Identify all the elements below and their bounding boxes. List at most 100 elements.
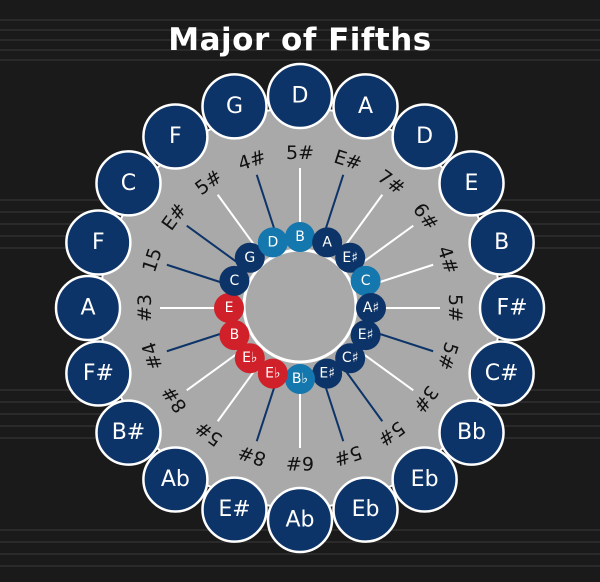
outer-key-circle [95,150,162,217]
outer-key-label: Ab [285,508,314,533]
inner-key-button[interactable]: G [234,242,265,273]
outer-key-button[interactable]: F# [478,274,546,342]
outer-key-button[interactable]: Bb [438,399,505,466]
outer-key-label: B [494,230,509,255]
outer-key-circle [54,274,122,342]
outer-key-label: D [416,124,433,149]
inner-key-label: A [322,234,332,250]
inner-key-circle [285,364,315,394]
inner-key-button[interactable]: C [350,265,381,296]
inner-key-circle [219,265,250,296]
outer-key-circle [332,73,399,140]
inner-key-circle [335,343,366,374]
outer-key-circle [142,103,209,170]
outer-key-label: Bb [457,420,486,445]
inner-key-button[interactable]: B [219,320,250,351]
outer-key-button[interactable]: Ab [142,446,209,513]
inner-key-label: B [295,229,305,245]
inner-key-button[interactable]: E [214,293,244,323]
inner-key-button[interactable]: B [285,222,315,252]
outer-key-label: A [358,94,373,119]
key-signature-label: #3 [134,294,156,322]
outer-key-label: F# [83,361,114,386]
outer-key-label: C [121,171,136,196]
outer-key-button[interactable]: E# [201,476,268,543]
outer-key-button[interactable]: B [468,209,535,276]
outer-key-label: F [169,124,182,149]
outer-key-button[interactable]: Eb [332,476,399,543]
outer-key-button[interactable]: D [391,103,458,170]
outer-key-button[interactable]: C [95,150,162,217]
page-title: Major of Fifths [168,22,432,58]
inner-key-button[interactable]: C♯ [335,343,366,374]
inner-key-label: B [230,327,240,343]
inner-key-circle [356,293,386,323]
outer-key-button[interactable]: A [332,73,399,140]
inner-key-button[interactable]: D [257,227,288,258]
inner-key-label: B♭ [292,371,308,387]
outer-key-label: F [92,230,105,255]
inner-key-button[interactable]: A [312,227,343,258]
outer-key-circle [201,476,268,543]
inner-key-button[interactable]: E♭ [257,358,288,389]
inner-key-button[interactable]: E♯ [335,242,366,273]
inner-key-label: D [267,234,278,250]
outer-key-label: C# [485,361,519,386]
inner-key-circle [219,320,250,351]
inner-key-label: C [230,273,240,289]
outer-key-circle [65,340,132,407]
inner-key-label: C [361,273,371,289]
outer-key-label: A [80,296,95,321]
inner-key-circle [214,293,244,323]
outer-key-label: Ab [161,467,190,492]
outer-key-circle [391,446,458,513]
outer-key-button[interactable]: C# [468,340,535,407]
spoke-line [186,349,243,392]
inner-key-button[interactable]: E♭ [234,343,265,374]
outer-key-button[interactable]: D [266,62,334,130]
inner-key-label: E♯ [358,327,374,343]
outer-key-label: D [292,84,309,109]
outer-key-label: F# [496,296,527,321]
inner-key-button[interactable]: E♯ [350,320,381,351]
outer-key-button[interactable]: F# [65,340,132,407]
inner-key-label: C♯ [342,350,359,366]
outer-key-circle [478,274,546,342]
spoke-line [341,365,384,422]
outer-key-button[interactable]: B# [95,399,162,466]
outer-key-label: G [226,94,243,119]
outer-key-circle [266,62,334,130]
outer-key-button[interactable]: F [65,209,132,276]
spoke-line [216,194,259,251]
outer-key-button[interactable]: F [142,103,209,170]
outer-key-button[interactable]: Eb [391,446,458,513]
outer-key-circle [266,486,334,554]
outer-key-button[interactable]: Ab [266,486,334,554]
inner-key-circle [312,227,343,258]
inner-key-circle [234,242,265,273]
inner-key-label: E♭ [242,350,257,366]
outer-key-label: E [465,171,479,196]
spoke-line [357,224,414,267]
outer-key-button[interactable]: A [54,274,122,342]
outer-key-circle [468,340,535,407]
spoke-line [216,365,259,422]
outer-key-circle [201,73,268,140]
inner-key-button[interactable]: E♯ [312,358,343,389]
outer-key-button[interactable]: G [201,73,268,140]
outer-key-button[interactable]: E [438,150,505,217]
inner-key-label: E [225,300,234,316]
inner-key-circle [257,227,288,258]
inner-key-button[interactable]: C [219,265,250,296]
inner-key-button[interactable]: A♯ [356,293,386,323]
inner-key-label: A♯ [363,300,379,316]
outer-key-circle [142,446,209,513]
spoke-line [341,194,384,251]
key-signature-label: 6# [286,452,314,474]
inner-key-circle [350,320,381,351]
outer-key-circle [65,209,132,276]
inner-key-button[interactable]: B♭ [285,364,315,394]
inner-key-circle [234,343,265,374]
inner-key-circle [312,358,343,389]
inner-key-circle [257,358,288,389]
